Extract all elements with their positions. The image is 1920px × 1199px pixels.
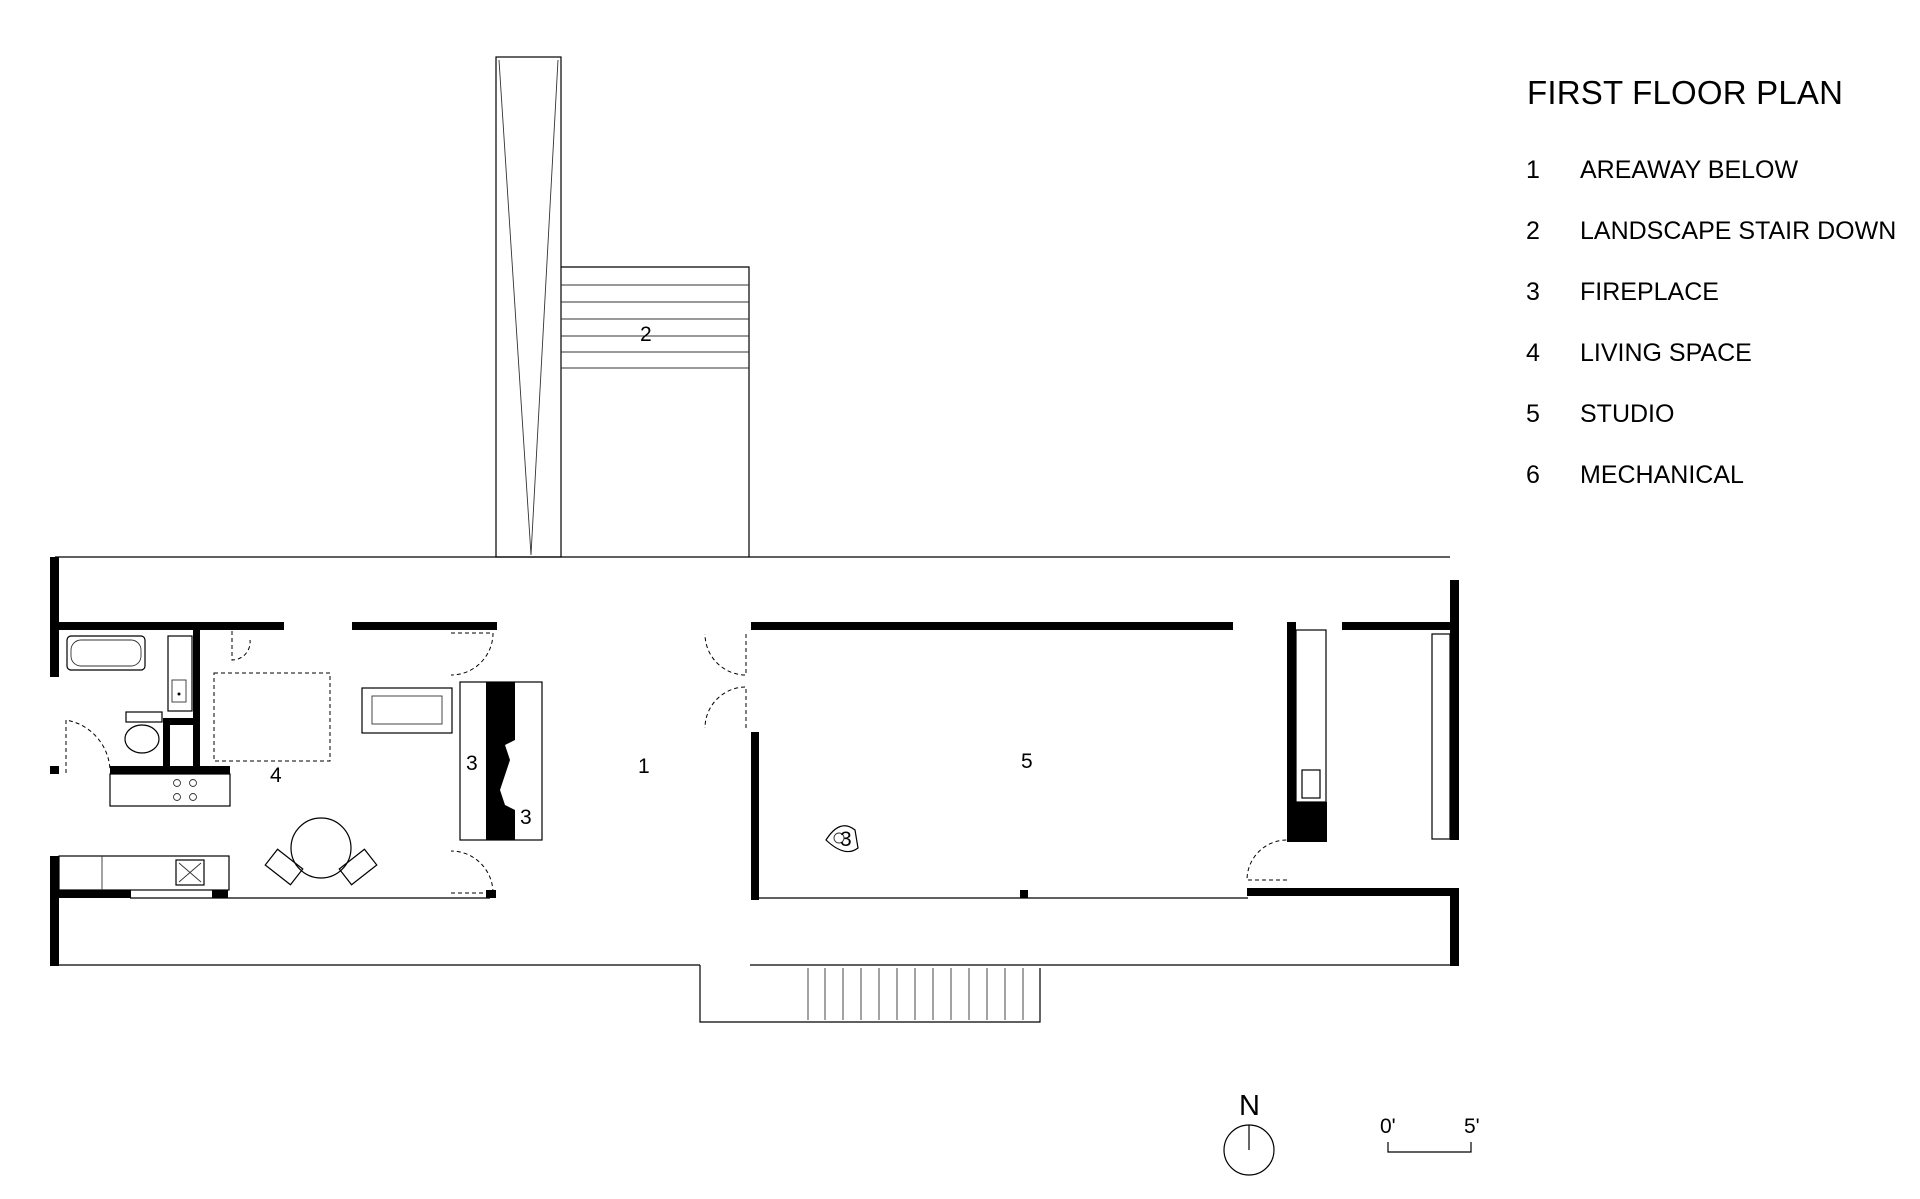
- outer-walls: [50, 557, 1459, 966]
- legend-label: AREAWAY BELOW: [1580, 156, 1799, 184]
- legend-item: 2 LANDSCAPE STAIR DOWN: [1526, 217, 1916, 278]
- studio-walls: [704, 622, 1457, 900]
- legend-label: FIREPLACE: [1580, 278, 1719, 306]
- north-label: N: [1239, 1090, 1260, 1122]
- room-tag-stair: 2: [640, 323, 652, 346]
- legend-item: 4 LIVING SPACE: [1526, 339, 1916, 400]
- room-tag-fireplace-b: 3: [520, 806, 532, 829]
- kitchen: [58, 773, 231, 891]
- legend: FIRST FLOOR PLAN 1 AREAWAY BELOW 2 LANDS…: [1526, 74, 1916, 522]
- plan-title: FIRST FLOOR PLAN: [1527, 74, 1844, 111]
- legend-number: 1: [1526, 156, 1540, 184]
- room-tag-living: 4: [270, 764, 282, 787]
- scale-end-label: 5': [1464, 1115, 1480, 1138]
- north-arrow: N: [1223, 1090, 1275, 1176]
- south-stair: [807, 968, 1024, 1020]
- scale-start-label: 0': [1380, 1115, 1396, 1138]
- living-furniture: [213, 632, 494, 894]
- room-tag-studio: 5: [1021, 750, 1033, 773]
- room-tag-fireplace-c: 3: [840, 828, 852, 851]
- fireplace-living: [459, 681, 543, 841]
- legend-label: LANDSCAPE STAIR DOWN: [1580, 217, 1897, 245]
- room-tag-areaway: 1: [638, 755, 650, 778]
- legend-number: 5: [1526, 400, 1540, 428]
- legend-item: 6 MECHANICAL: [1526, 461, 1916, 522]
- legend-label: MECHANICAL: [1580, 461, 1744, 489]
- legend-number: 2: [1526, 217, 1540, 245]
- areaway-outline: [55, 556, 1458, 1023]
- room-tag-fireplace-a: 3: [466, 752, 478, 775]
- north-tapered-element: [495, 56, 562, 558]
- legend-item: 1 AREAWAY BELOW: [1526, 156, 1916, 217]
- living-wing-walls: [59, 622, 497, 899]
- legend-item: 3 FIREPLACE: [1526, 278, 1916, 339]
- legend-item: 5 STUDIO: [1526, 400, 1916, 461]
- scale-bar: 0' 5': [1380, 1115, 1480, 1153]
- legend-number: 3: [1526, 278, 1540, 306]
- fireplace-studio: [825, 825, 859, 853]
- landscape-stair: [561, 266, 750, 557]
- legend-label: STUDIO: [1580, 400, 1675, 428]
- legend-number: 4: [1526, 339, 1540, 367]
- legend-number: 6: [1526, 461, 1540, 489]
- legend-label: LIVING SPACE: [1580, 339, 1752, 367]
- mechanical-area: [1287, 622, 1457, 842]
- bathroom-fixtures: [65, 631, 251, 773]
